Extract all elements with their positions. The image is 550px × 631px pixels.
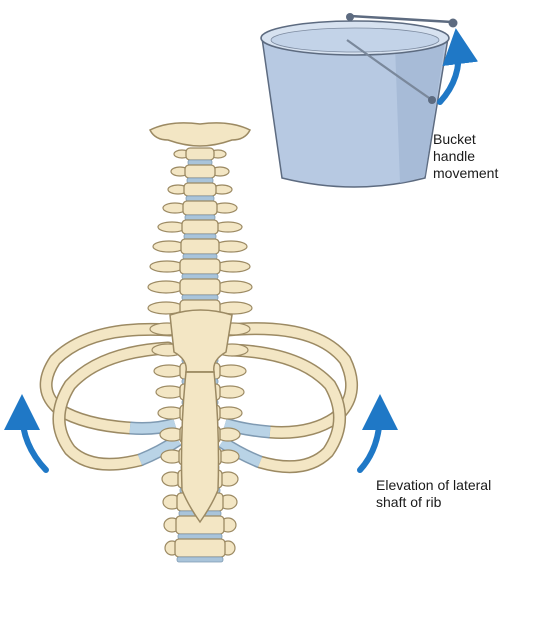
intervertebral-disc bbox=[181, 273, 219, 280]
intervertebral-disc bbox=[185, 195, 215, 202]
bucket-label-line-2: handle bbox=[433, 148, 476, 164]
bucket-label-line-1: Bucket bbox=[433, 131, 476, 147]
intervertebral-disc bbox=[181, 294, 219, 301]
intervertebral-disc bbox=[186, 177, 214, 184]
transverse-process-right bbox=[214, 240, 248, 253]
bucket-handle-label: Bucket handle movement bbox=[433, 131, 498, 182]
intervertebral-disc bbox=[184, 214, 216, 221]
bucket-label-line-3: movement bbox=[433, 165, 499, 181]
vertebra-body bbox=[179, 258, 221, 275]
bucket-icon bbox=[260, 13, 458, 188]
transverse-process-left bbox=[152, 240, 186, 253]
bucket-handle-up bbox=[349, 14, 453, 24]
intervertebral-disc bbox=[183, 233, 217, 240]
intervertebral-disc bbox=[177, 533, 223, 540]
transverse-process-right bbox=[215, 280, 253, 294]
transverse-process-right bbox=[215, 260, 251, 273]
transverse-process-left bbox=[147, 280, 185, 294]
curved-up-arrow-icon bbox=[437, 28, 479, 105]
vertebra-body bbox=[183, 182, 217, 197]
sternum-body bbox=[180, 371, 220, 524]
intervertebral-disc bbox=[187, 159, 213, 166]
bucket-shade bbox=[395, 42, 445, 183]
left-lower-rib bbox=[52, 341, 175, 471]
vertebra-body bbox=[182, 200, 218, 216]
rib-label-line-1: Elevation of lateral bbox=[376, 477, 492, 493]
rib-label-line-2: shaft of rib bbox=[376, 494, 442, 510]
vertebra-body bbox=[180, 238, 220, 255]
sternum bbox=[169, 309, 233, 524]
intervertebral-disc bbox=[176, 556, 224, 563]
atlas-vertebra bbox=[148, 122, 252, 147]
rib-elevation-label: Elevation of lateral shaft of rib bbox=[376, 477, 491, 511]
transverse-process-left bbox=[149, 260, 185, 273]
vertebra-body bbox=[185, 147, 215, 161]
vertebra-body bbox=[179, 278, 221, 296]
manubrium bbox=[169, 309, 233, 373]
vertebra-body bbox=[174, 538, 226, 558]
right-rib-curved-arrow-icon bbox=[357, 394, 398, 473]
rib-cage bbox=[39, 322, 358, 474]
vertebra-body bbox=[181, 219, 219, 235]
left-rib-curved-arrow-icon bbox=[4, 394, 49, 473]
bucket-handle-down bbox=[346, 39, 433, 101]
intervertebral-disc bbox=[182, 253, 218, 260]
vertebra-body bbox=[184, 164, 216, 179]
